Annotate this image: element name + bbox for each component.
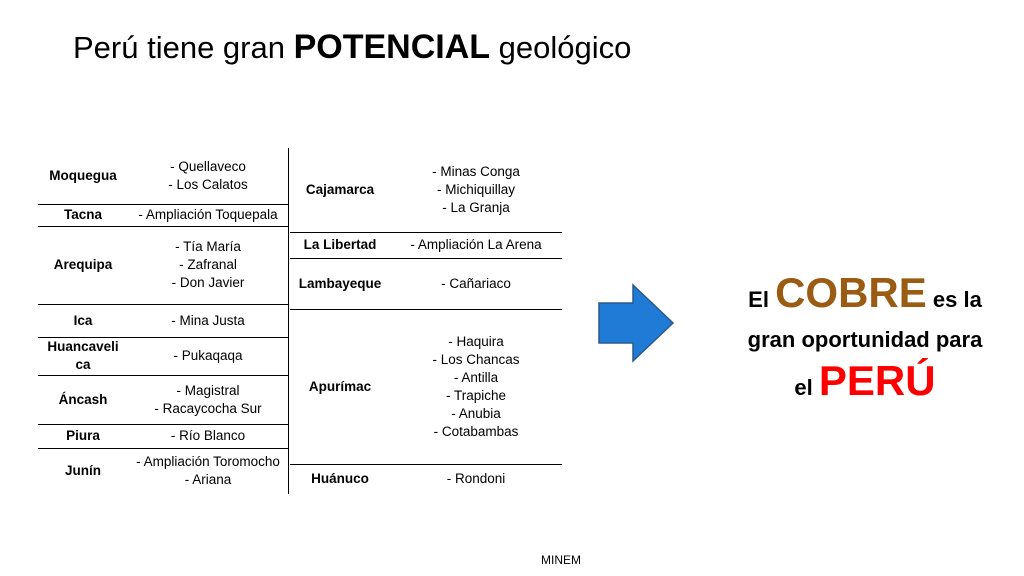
region-cell: La Libertad	[290, 232, 390, 259]
region-cell: Tacna	[38, 204, 128, 227]
region-cell: Piura	[38, 424, 128, 449]
projects-cell: - Mina Justa	[128, 304, 288, 338]
right-arrow-icon	[598, 283, 675, 363]
projects-cell: - Haquira- Los Chancas- Antilla- Trapich…	[390, 309, 562, 465]
peru-word: PERÚ	[818, 357, 936, 404]
region-cell: Lambayeque	[290, 258, 390, 310]
region-cell: Áncash	[38, 375, 128, 425]
projects-cell: - Cañariaco	[390, 258, 562, 310]
projects-cell: - Quellaveco- Los Calatos	[128, 148, 288, 205]
projects-cell: - Magistral- Racaycocha Sur	[128, 375, 288, 425]
region-cell: Ica	[38, 304, 128, 338]
projects-cell: - Ampliación La Arena	[390, 232, 562, 259]
table-divider	[288, 148, 289, 494]
copper-callout: El COBRE es la gran oportunidad para el …	[747, 269, 983, 404]
projects-cell: - Tía María- Zafranal- Don Javier	[128, 226, 288, 305]
projects-cell: - Ampliación Toromocho- Ariana	[136, 454, 280, 488]
projects-cell: - Río Blanco	[128, 424, 288, 449]
page-title: Perú tiene gran POTENCIAL geológico	[73, 28, 631, 67]
footer-source: MINEM	[541, 553, 581, 567]
region-cell: Cajamarca	[290, 148, 390, 233]
region-cell: Moquegua	[38, 148, 128, 205]
left-projects-table: Moquegua- Quellaveco- Los Calatos Tacna-…	[38, 148, 288, 494]
cobre-word: COBRE	[775, 269, 927, 316]
title-suffix: geológico	[490, 30, 632, 65]
region-cell: Junín	[65, 463, 101, 479]
right-projects-table: Cajamarca- Minas Conga- Michiquillay- La…	[290, 148, 562, 494]
title-bold: POTENCIAL	[293, 28, 491, 66]
projects-cell: - Minas Conga- Michiquillay- La Granja	[390, 148, 562, 233]
title-prefix: Perú tiene gran	[73, 30, 294, 65]
projects-cell: - Rondoni	[446, 471, 506, 487]
region-cell: Huánuco	[311, 471, 369, 487]
region-cell: Apurímac	[290, 309, 390, 465]
projects-cell: - Pukaqaqa	[128, 337, 288, 376]
region-cell: Arequipa	[38, 226, 128, 305]
projects-cell: - Ampliación Toquepala	[128, 204, 288, 227]
